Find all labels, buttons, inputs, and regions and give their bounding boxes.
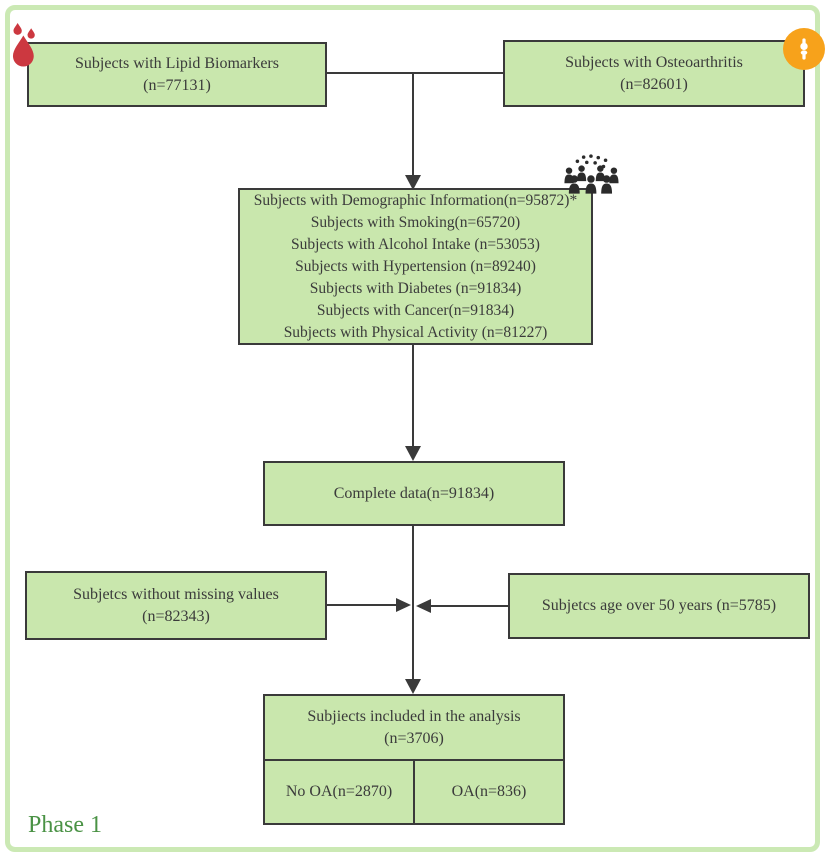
covariate-line: Subjects with Cancer(n=91834) (316, 301, 515, 319)
node-without-missing-values: Subjetcs without missing values (n=82343… (25, 571, 327, 640)
covariate-line: Subjects with Physical Activity (n=81227… (283, 323, 548, 341)
node-included-split: No OA(n=2870) OA(n=836) (265, 761, 563, 823)
covariate-line: Subjects with Smoking(n=65720) (310, 213, 521, 231)
covariate-line: Subjects with Diabetes (n=91834) (309, 279, 522, 297)
node-complete-label: Complete data(n=91834) (333, 484, 495, 502)
node-oa-group-label: OA(n=836) (451, 783, 527, 801)
covariate-line: Subjects with Alcohol Intake (n=53053) (291, 235, 540, 253)
node-included-analysis: Subjiects included in the analysis (n=37… (263, 694, 565, 825)
node-included-count: (n=3706) (384, 729, 444, 747)
node-age-over-50: Subjetcs age over 50 years (n=5785) (508, 573, 810, 639)
people-crowd-icon (564, 154, 619, 194)
node-lipid-line1: Subjects with Lipid Biomarkers (75, 55, 279, 73)
node-nomiss-count: (n=82343) (142, 607, 210, 625)
node-covariates: Subjects with Demographic Information(n=… (238, 188, 593, 345)
node-lipid-biomarkers: Subjects with Lipid Biomarkers (n=77131) (27, 42, 327, 107)
node-oa-group: OA(n=836) (415, 761, 563, 823)
covariate-line: Subjects with Hypertension (n=89240) (295, 257, 536, 275)
blood-drop-icon (12, 23, 35, 67)
covariate-line: Subjects with Demographic Information(n=… (253, 191, 578, 209)
node-no-oa-label: No OA(n=2870) (285, 783, 393, 801)
joint-icon (783, 28, 825, 70)
node-nomiss-line1: Subjetcs without missing values (73, 586, 279, 604)
node-included-line1: Subjiects included in the analysis (307, 708, 521, 726)
node-oa-line1: Subjects with Osteoarthritis (565, 54, 743, 72)
node-oa-count: (n=82601) (620, 75, 688, 93)
node-no-oa: No OA(n=2870) (265, 761, 415, 823)
joint-icon-glyph (800, 38, 808, 60)
node-included-header: Subjiects included in the analysis (n=37… (265, 696, 563, 761)
node-osteoarthritis: Subjects with Osteoarthritis (n=82601) (503, 40, 805, 107)
phase-label: Phase 1 (28, 812, 102, 838)
node-lipid-count: (n=77131) (143, 76, 211, 94)
node-complete-data: Complete data(n=91834) (263, 461, 565, 526)
node-age-label: Subjetcs age over 50 years (n=5785) (541, 597, 777, 615)
